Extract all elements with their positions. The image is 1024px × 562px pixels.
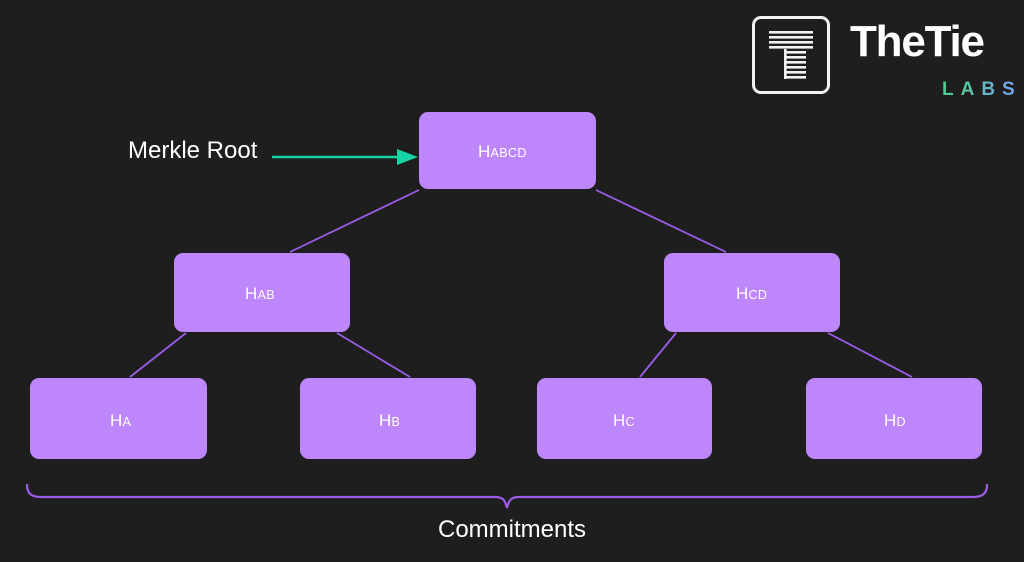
edge-ab-to-a bbox=[129, 332, 187, 378]
merkle-root-annotation: Merkle Root bbox=[128, 137, 258, 164]
merkle-node-c-label: HC bbox=[613, 411, 635, 430]
logo-wordmark: TheTie bbox=[850, 17, 985, 66]
edge-root-to-ab bbox=[289, 189, 420, 253]
merkle-node-a[interactable] bbox=[30, 378, 207, 459]
merkle-node-ab[interactable] bbox=[174, 253, 350, 332]
merkle-node-b[interactable] bbox=[300, 378, 476, 459]
thetie-t-logo-icon bbox=[752, 16, 830, 94]
commitments-bracket-label: Commitments bbox=[437, 516, 587, 543]
edge-root-to-cd bbox=[595, 189, 727, 253]
edge-cd-to-d bbox=[827, 332, 913, 378]
merkle-node-d-label: HD bbox=[884, 411, 906, 430]
merkle-root-arrow bbox=[272, 149, 418, 165]
merkle-node-root[interactable] bbox=[419, 112, 596, 189]
merkle-node-cd[interactable] bbox=[664, 253, 840, 332]
merkle-node-cd-label: HCD bbox=[736, 284, 768, 303]
edge-ab-to-b bbox=[336, 332, 411, 378]
edge-cd-to-c bbox=[639, 332, 677, 378]
logo-sub-wordmark: LABS bbox=[942, 79, 1022, 100]
thetie-labs-logo: TheTie LABS bbox=[752, 16, 1015, 108]
merkle-node-b-label: HB bbox=[379, 411, 401, 430]
merkle-node-a-label: HA bbox=[110, 411, 132, 430]
merkle-node-d[interactable] bbox=[806, 378, 982, 459]
merkle-node-ab-label: HAB bbox=[245, 284, 275, 303]
merkle-node-root-label: HABCD bbox=[478, 142, 527, 161]
merkle-node-c[interactable] bbox=[537, 378, 712, 459]
commitments-brace bbox=[25, 483, 989, 509]
